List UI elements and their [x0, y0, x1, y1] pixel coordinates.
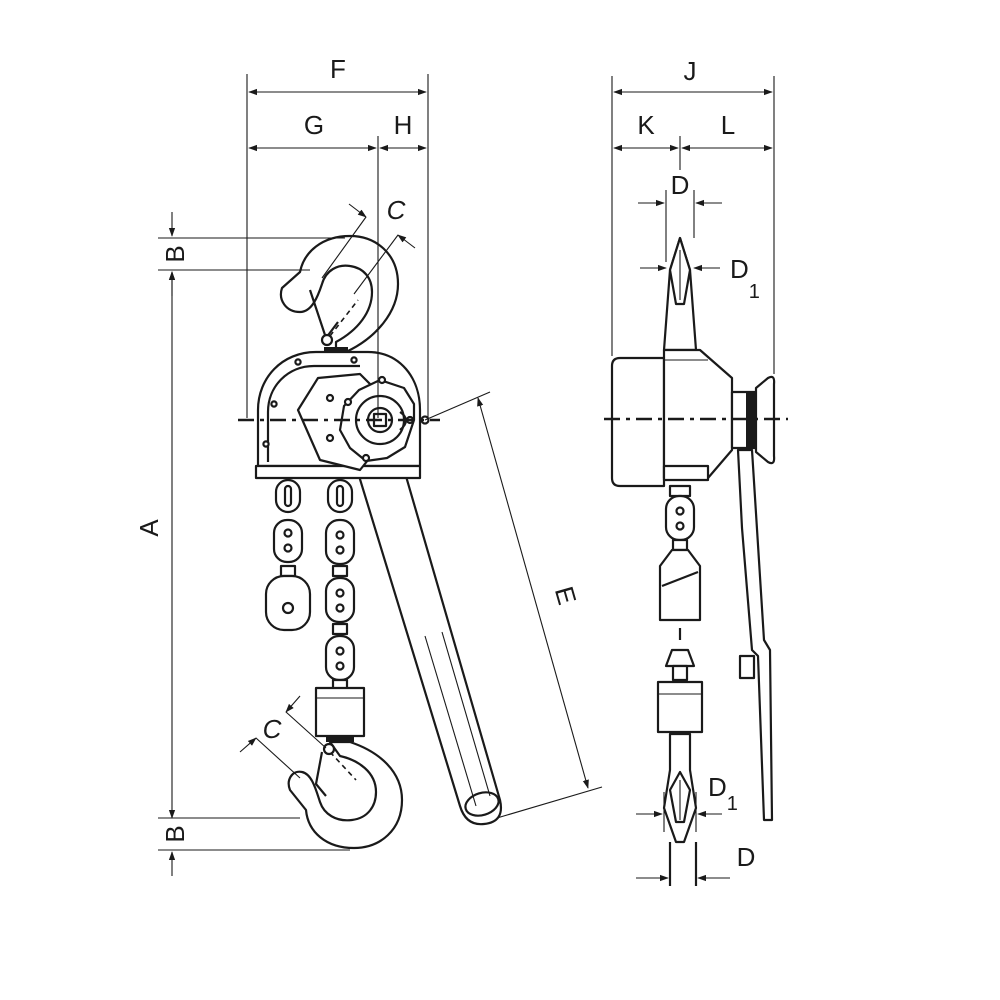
side-top-hook — [662, 236, 698, 352]
dimension-label-d1-top: D1 — [730, 254, 760, 303]
dimension-label-f: F — [330, 54, 346, 84]
lever-handle — [346, 426, 502, 826]
front-view — [238, 234, 502, 850]
dimension-label-g: G — [304, 110, 324, 140]
side-chain — [658, 484, 702, 640]
dimension-label-d1-bottom: D1 — [708, 772, 738, 815]
bottom-hook — [287, 686, 404, 850]
dimension-label-b-bottom: B — [160, 825, 190, 842]
side-body — [610, 348, 734, 488]
side-bottom-block — [656, 648, 704, 734]
dimension-label-b-top: B — [160, 245, 190, 262]
dimension-label-e: E — [549, 583, 583, 608]
dimension-label-d-top: D — [671, 170, 690, 200]
dimension-line-e — [477, 397, 589, 789]
side-lever — [736, 448, 774, 822]
dimension-label-c-bottom: C — [263, 714, 282, 744]
slack-chain — [264, 478, 312, 632]
dimension-label-c-top: C — [387, 195, 406, 225]
dimension-label-j: J — [684, 56, 697, 86]
side-bottom-hook — [662, 732, 698, 886]
dimension-label-d-bottom: D — [737, 842, 756, 872]
dimension-label-h: H — [394, 110, 413, 140]
side-dimensions: J K L D D1 D1 D — [611, 56, 775, 882]
top-hook — [279, 234, 400, 366]
side-view — [604, 236, 788, 886]
load-chain — [324, 478, 356, 692]
dimension-label-l: L — [721, 110, 735, 140]
dimension-label-k: K — [637, 110, 655, 140]
front-dimensions: F G H C B A B E C — [134, 54, 603, 876]
dimension-label-a: A — [134, 519, 164, 537]
side-lever-clip — [738, 654, 756, 680]
